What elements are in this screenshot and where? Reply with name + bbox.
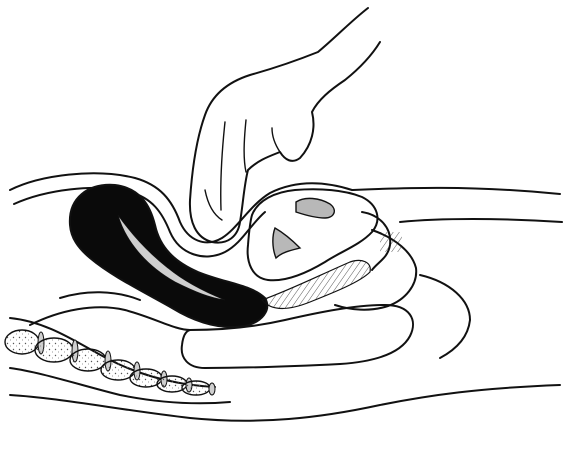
- gloved-hand-icon: [190, 8, 380, 243]
- vertebra-3: [70, 349, 106, 371]
- uterus-icon: [70, 185, 267, 327]
- intervertebral-disc-7: [209, 383, 215, 395]
- vertebra-7: [182, 381, 210, 395]
- vertebra-2: [35, 338, 73, 362]
- vertebra-1: [5, 330, 39, 354]
